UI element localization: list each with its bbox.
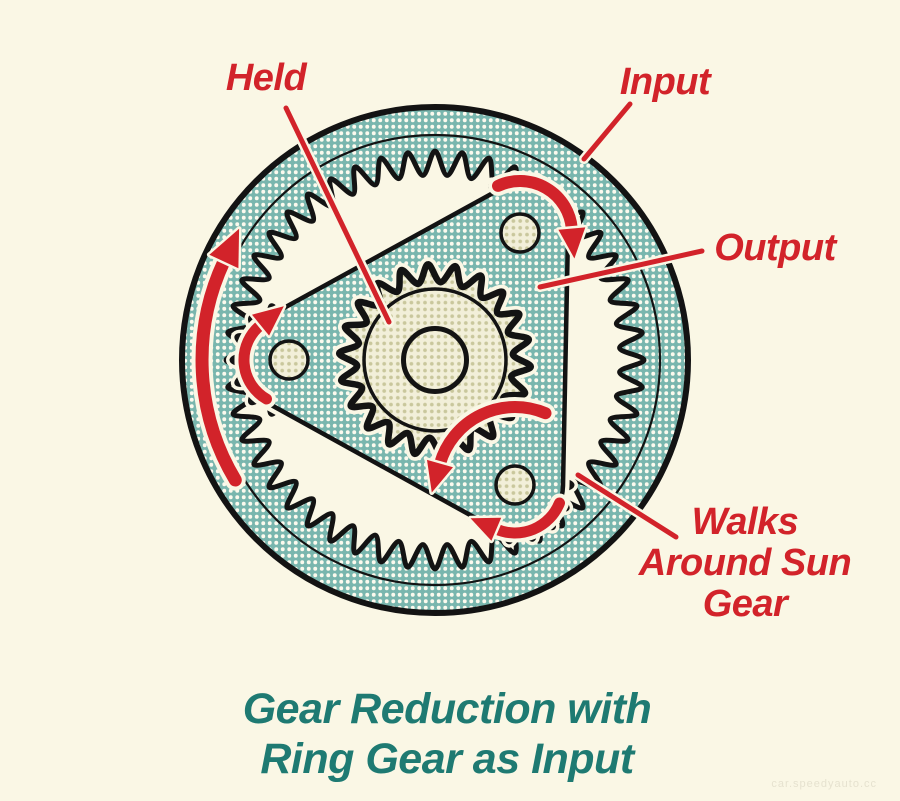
rotation-arrow-head [468,515,504,544]
leader-line [283,105,392,325]
sun-gear-root-circle [362,287,508,433]
rotation-arrow [238,319,272,405]
sun-gear-bore [401,326,469,394]
rotation-arrow [195,255,242,487]
rotation-arrow [490,497,565,539]
rotation-arrow [492,175,578,235]
leader-line [537,248,705,290]
leader-line [581,101,633,162]
rotation-arrow-head [555,224,588,261]
carrier-pin-hole [268,339,310,381]
rotation-arrow-head [206,226,242,271]
rotation-arrow [434,401,552,470]
rotation-arrow-head [424,457,456,495]
ring-gear-outer-rim [178,104,692,616]
carrier-pin-hole [494,464,536,506]
rotation-arrow-head [249,303,287,339]
carrier-pin-hole [499,212,541,254]
leader-line [575,472,679,540]
